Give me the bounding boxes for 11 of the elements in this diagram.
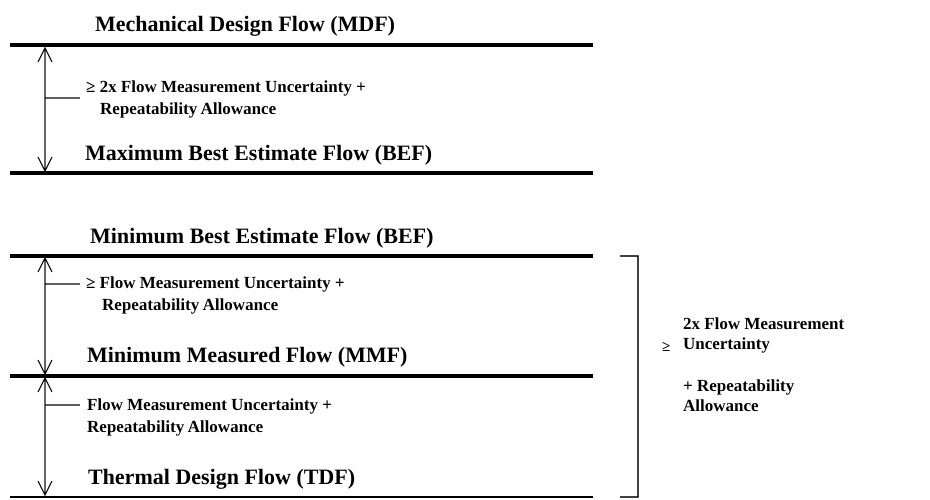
margin-note: + Repeatability Allowance xyxy=(683,376,796,416)
inequality-sign: ≥ xyxy=(662,338,670,357)
level-label: Minimum Measured Flow (MMF) xyxy=(87,341,408,369)
margin-note: ≥ Flow Measurement Uncertainty + Repeatability Allowance xyxy=(86,272,346,316)
margin-note: 2x Flow Measurement Uncertainty xyxy=(683,314,846,354)
level-label: Maximum Best Estimate Flow (BEF) xyxy=(85,139,432,167)
margin-note: ≥ 2x Flow Measurement Uncertainty + Repeatability Allowance xyxy=(86,76,367,120)
level-label: Thermal Design Flow (TDF) xyxy=(88,463,356,491)
level-label: Minimum Best Estimate Flow (BEF) xyxy=(90,222,434,250)
level-label: Mechanical Design Flow (MDF) xyxy=(95,10,395,38)
margin-note: Flow Measurement Uncertainty + Repeatability Allowance xyxy=(87,394,333,438)
